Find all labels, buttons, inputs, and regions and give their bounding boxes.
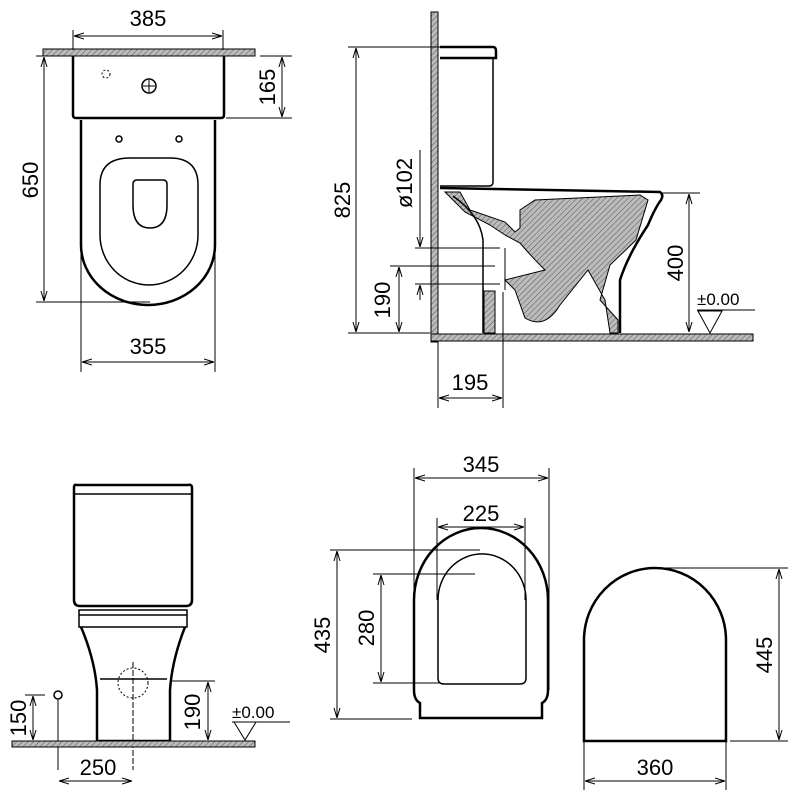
level-marker-icon [697, 310, 723, 335]
side-view: 825 ø102 190 400 ±0.00 195 [330, 11, 755, 408]
floor-section [11, 740, 256, 748]
floor-section [430, 333, 754, 342]
wall-section [42, 48, 256, 57]
water-inlet-icon [53, 690, 63, 700]
outlet-stub [483, 290, 496, 334]
lid-view: 445 360 [582, 566, 788, 790]
top-view: 385 165 650 355 [18, 6, 292, 372]
dim-280: 280 [354, 610, 379, 647]
dim-825: 825 [330, 182, 355, 219]
cistern-body [440, 57, 494, 187]
outlet-pipe [452, 195, 484, 333]
wall-section [430, 11, 439, 343]
dim-650: 650 [18, 162, 43, 199]
cistern-outline [71, 56, 226, 120]
dim-355: 355 [130, 334, 167, 359]
dim-225: 225 [463, 501, 500, 526]
dim-195: 195 [452, 370, 489, 395]
dim-445: 445 [752, 637, 777, 674]
cistern-lid [440, 45, 498, 60]
seat-outer-outline [412, 526, 550, 720]
fixing-hole-icon [101, 69, 111, 79]
trapway-section [443, 191, 649, 334]
cistern-base [78, 609, 188, 628]
dim-pipe-diameter: ø102 [392, 158, 417, 208]
dim-165: 165 [255, 69, 280, 106]
dim-360: 360 [637, 755, 674, 780]
outlet-dashed-icon [117, 667, 149, 699]
dim-385: 385 [130, 6, 167, 31]
seat-view: 345 225 435 280 [310, 452, 550, 720]
bowl-opening [132, 179, 168, 229]
seat-inner-outline [437, 553, 527, 685]
bowl-profile [439, 186, 664, 333]
seat-outline [99, 157, 199, 286]
front-view: 150 190 ±0.00 250 [6, 483, 290, 781]
floor-level-label-front: ±0.00 [232, 703, 274, 722]
lid-outline [582, 566, 728, 743]
bowl-outline [79, 120, 217, 307]
dim-150: 150 [6, 700, 31, 737]
dim-190: 190 [370, 282, 395, 319]
floor-level-label: ±0.00 [697, 290, 739, 309]
flush-button-icon [141, 78, 157, 94]
cistern-front [72, 483, 194, 608]
dim-190-front: 190 [180, 694, 205, 731]
dim-345: 345 [463, 452, 500, 477]
level-marker-icon [233, 721, 257, 741]
dim-250: 250 [80, 755, 117, 780]
dim-435: 435 [310, 617, 335, 654]
dim-400: 400 [663, 245, 688, 282]
